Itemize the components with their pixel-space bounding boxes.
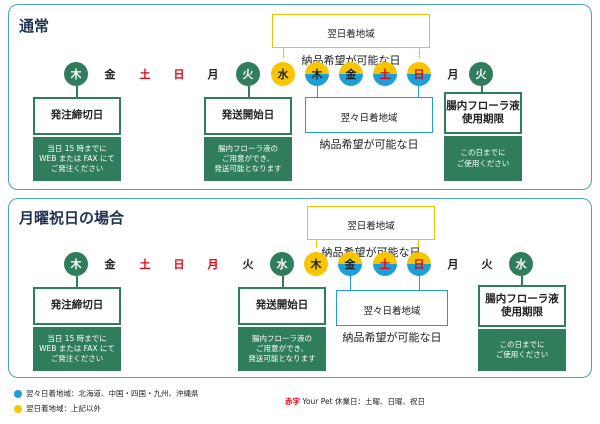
holiday-day-7: 木 [304,252,328,276]
day-after-next-label: 翌々日着地域 納品希望が可能な日 [305,97,433,151]
holiday-schedule-panel: 月曜祝日の場合 [8,198,592,378]
normal-day-12: 火 [469,62,493,86]
day-after-next-label-line2: 納品希望が可能な日 [319,138,419,152]
holiday-day-9: 土 [373,252,397,276]
holiday-day-1: 金 [104,258,116,271]
blue-dot-icon [14,389,22,398]
next-day-label-line1: 翌日着地域 [327,29,375,41]
holiday-day-3: 日 [173,258,185,271]
ship-box: 発送開始日 [204,97,292,135]
holiday-cutoff-box: 発注締切日 [33,287,121,325]
normal-day-11: 月 [447,68,459,81]
ship-connector [248,86,250,98]
holiday-expiry-box: 腸内フローラ液 使用期限 [478,285,566,327]
normal-day-8: 金 [339,62,363,86]
normal-day-0: 木 [64,62,88,86]
normal-day-10: 日 [407,62,431,86]
day-after-next-bracket [317,84,419,98]
holiday-day-10: 日 [407,252,431,276]
holiday-expiry-connector [521,276,523,286]
holiday-ship-connector [282,276,284,288]
legend-yellow-text: 翌日着地域：上記以外 [26,404,101,413]
holiday-day-after-next-label: 翌々日着地域 納品希望が可能な日 [336,290,448,344]
legend-yellow: 翌日着地域：上記以外 [14,403,101,414]
normal-day-3: 日 [173,68,185,81]
note-red-label: 赤字 [285,397,300,406]
normal-day-1: 金 [104,68,116,81]
holiday-day-11: 月 [447,258,459,271]
normal-day-5: 火 [236,62,260,86]
normal-title: 通常 [19,17,50,35]
holiday-expiry-detail: この日までに ご使用ください [478,329,566,371]
holiday-next-day-label-line1: 翌日着地域 [347,221,395,233]
holiday-note: 赤字 Your Pet 休業日：土曜、日曜、祝日 [285,396,425,407]
normal-day-2: 土 [139,68,151,81]
note-text: Your Pet 休業日：土曜、日曜、祝日 [300,397,425,406]
holiday-day-5: 火 [242,258,254,271]
ship-detail: 腸内フローラ液の ご用意ができ、 発送可能となります [204,137,292,181]
normal-day-6: 水 [271,62,295,86]
holiday-next-day-label: 翌日着地域 納品希望が可能な日 [307,206,435,259]
normal-day-4: 月 [207,68,219,81]
expiry-detail: この日までに ご使用ください [444,136,522,181]
holiday-day-12: 火 [481,258,493,271]
normal-day-7: 木 [305,62,329,86]
holiday-ship-box: 発送開始日 [238,287,326,325]
holiday-day-0: 木 [64,252,88,276]
holiday-day-after-next-label-line1: 翌々日着地域 [363,306,421,318]
holiday-day-8: 金 [338,252,362,276]
holiday-cutoff-detail: 当日 15 時までに WEB または FAX にて ご発注ください [33,327,121,371]
yellow-dot-icon [14,404,22,413]
cutoff-detail: 当日 15 時までに WEB または FAX にて ご発注ください [33,137,121,181]
next-day-label-line2: 納品希望が可能な日 [301,54,401,68]
holiday-day-6: 水 [270,252,294,276]
expiry-box: 腸内フローラ液 使用期限 [444,92,522,134]
holiday-day-13: 水 [509,252,533,276]
holiday-cutoff-connector [76,276,78,288]
next-day-label: 翌日着地域 納品希望が可能な日 [272,14,430,67]
cutoff-connector [76,86,78,98]
day-after-next-label-line1: 翌々日着地域 [340,113,398,125]
holiday-title: 月曜祝日の場合 [19,209,125,227]
holiday-ship-detail: 腸内フローラ液の ご用意ができ、 発送可能となります [238,327,326,371]
normal-day-9: 土 [373,62,397,86]
cutoff-box: 発注締切日 [33,97,121,135]
legend-blue-text: 翌々日着地域：北海道、中国・四国・九州、沖縄県 [26,389,199,398]
legend-blue: 翌々日着地域：北海道、中国・四国・九州、沖縄県 [14,388,199,399]
holiday-day-after-next-label-line2: 納品希望が可能な日 [342,331,442,345]
holiday-day-2: 土 [139,258,151,271]
holiday-day-4: 月 [207,258,219,271]
normal-schedule-panel: 通常 [8,4,592,190]
